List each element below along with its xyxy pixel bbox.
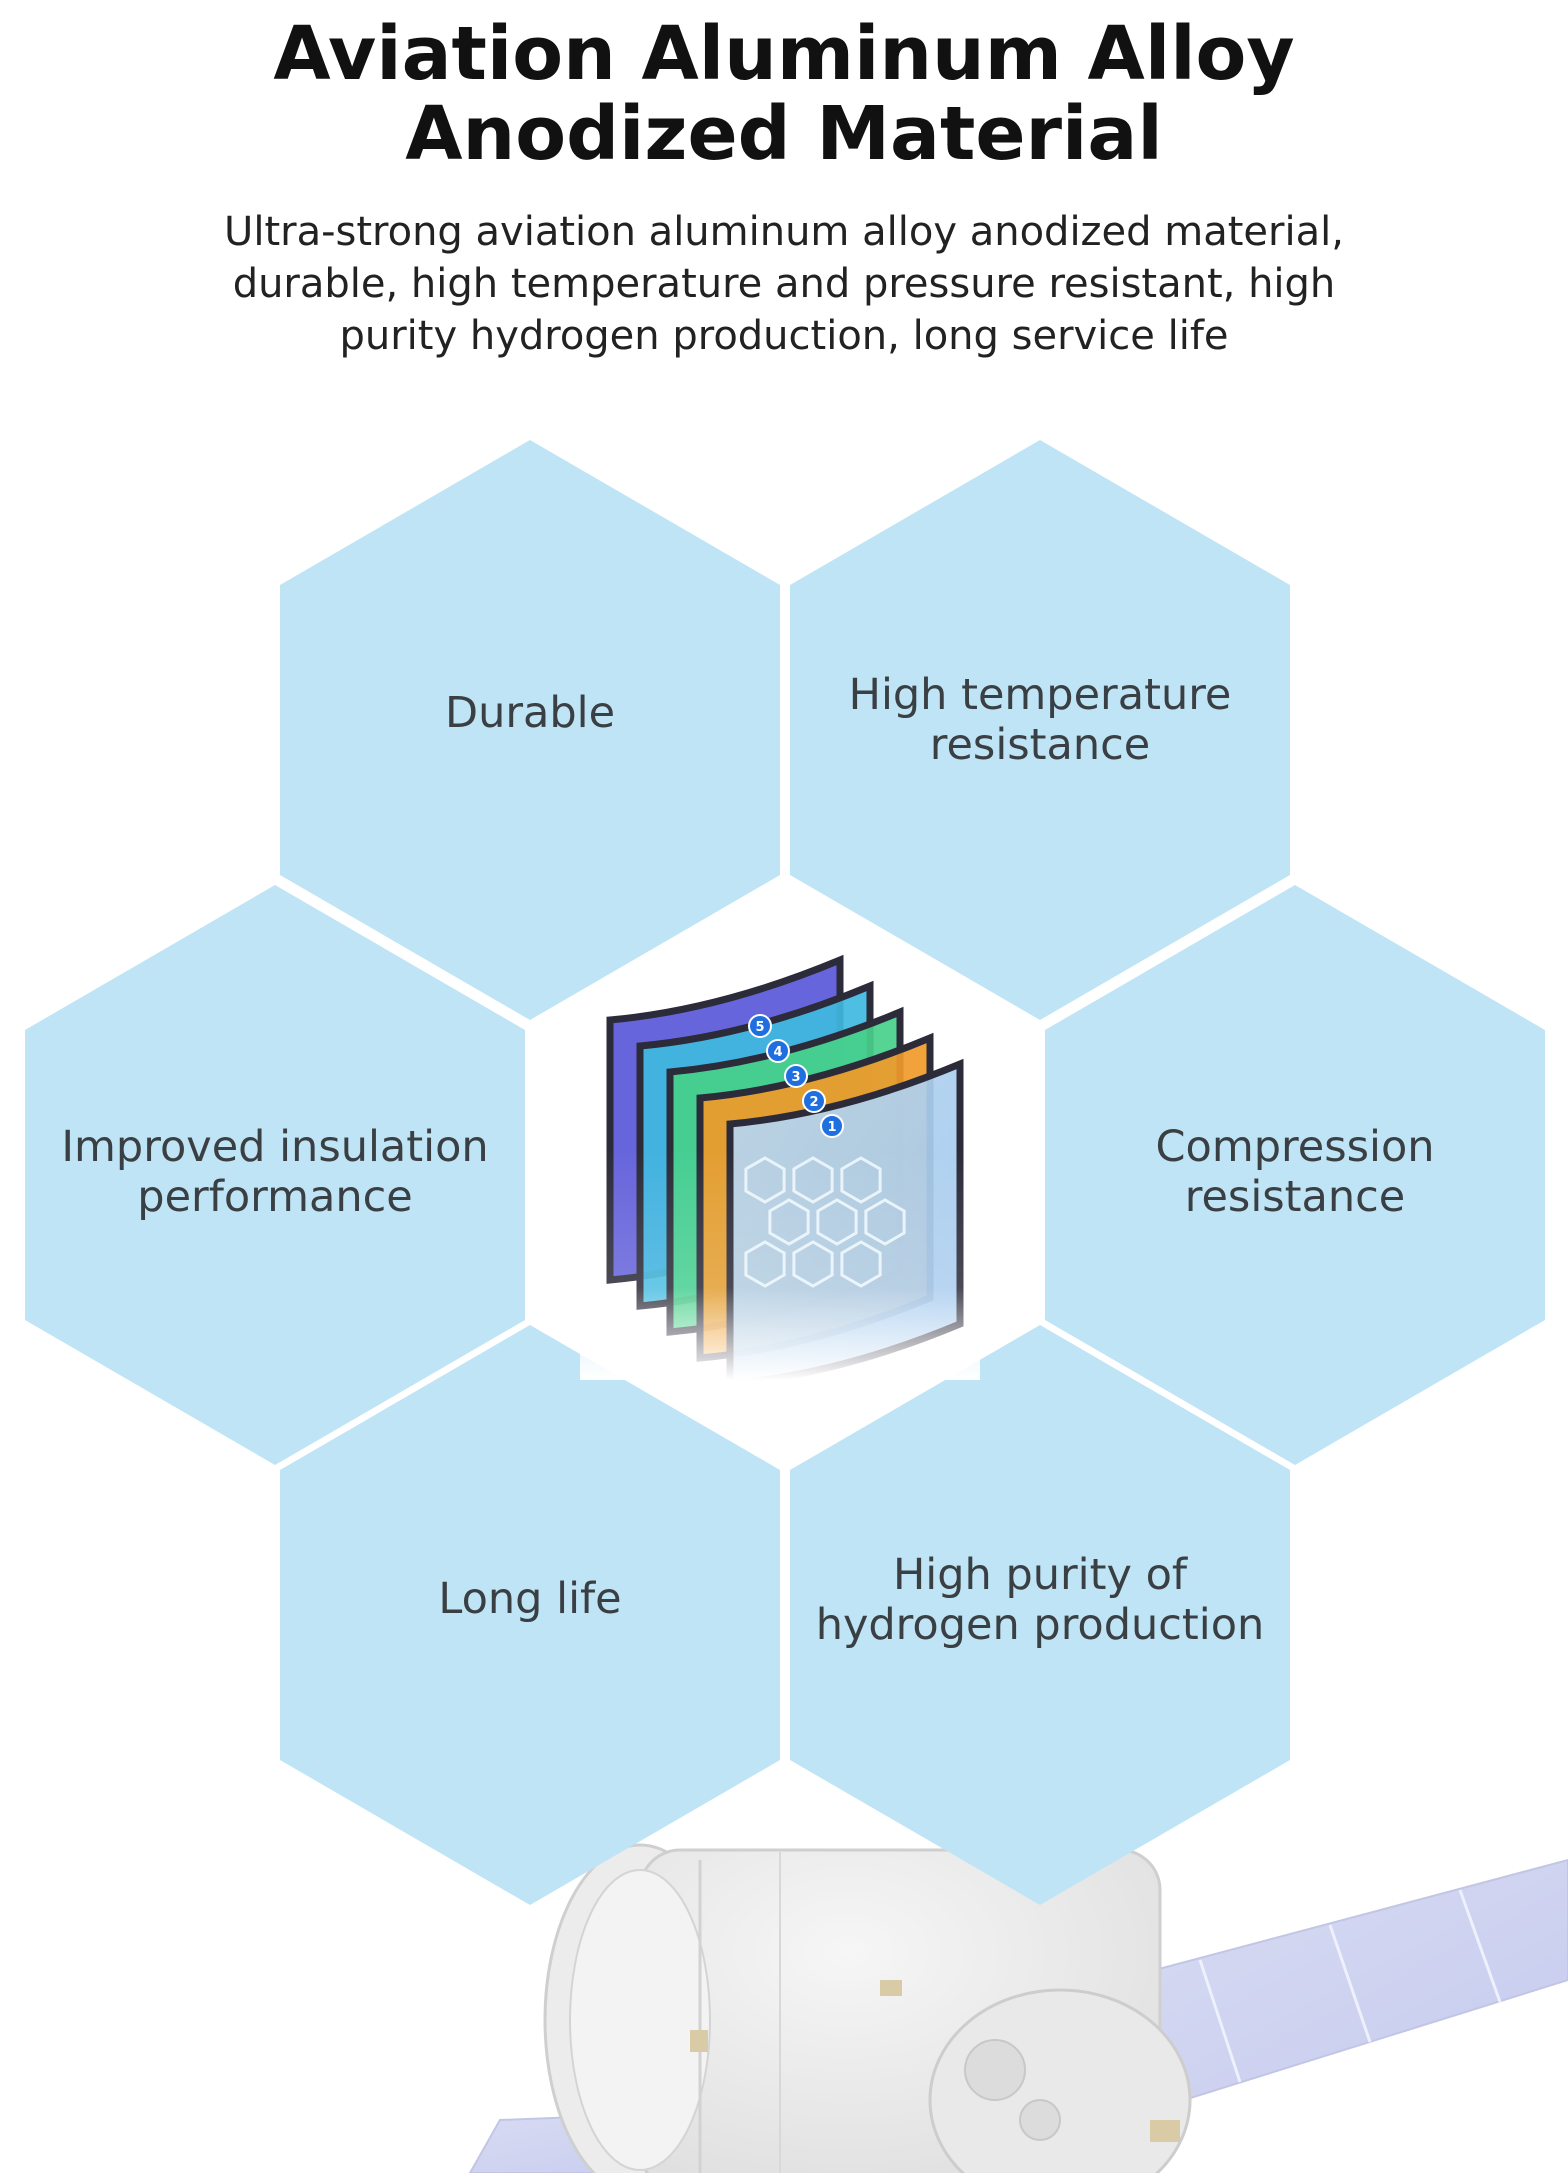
hex-long-life [280, 1325, 780, 1905]
feature-label-high-temperature: High temperature resistance [848, 670, 1232, 770]
subtitle-line1: Ultra-strong aviation aluminum alloy ano… [224, 209, 1344, 255]
hex-insulation [25, 885, 525, 1465]
feature-label-long-life: Long life [438, 1574, 622, 1624]
layer-badge-label: 5 [755, 1020, 764, 1035]
spacecraft-illustration [468, 1843, 1568, 2173]
feature-label-durable: Durable [444, 688, 616, 738]
hex-durable [280, 440, 780, 1020]
layer-badge-label: 4 [773, 1045, 782, 1060]
feature-label-compression: Compression resistance [1155, 1122, 1435, 1222]
layer-badge-5 [748, 1014, 772, 1038]
layer-badge-1 [820, 1114, 844, 1138]
layer-badge-label: 3 [791, 1070, 800, 1085]
subtitle-line2: durable, high temperature and pressure r… [232, 261, 1336, 307]
hex-hydrogen-purity [790, 1325, 1290, 1905]
hex-high-temperature [790, 440, 1290, 1020]
feature-label-insulation: Improved insulation performance [61, 1122, 489, 1222]
layer-badge-2 [802, 1089, 826, 1113]
layer-badge-4 [766, 1039, 790, 1063]
layer-badge-label: 1 [827, 1120, 836, 1135]
page-title-line1: Aviation Aluminum Alloy [273, 11, 1295, 97]
layer-badge-label: 2 [809, 1095, 818, 1110]
subtitle-line3: purity hydrogen production, long service… [339, 313, 1229, 359]
feature-label-hydrogen-purity: High purity of hydrogen production [815, 1550, 1265, 1650]
hex-compression [1045, 885, 1545, 1465]
layer-badge-3 [784, 1064, 808, 1088]
page-title-line2: Anodized Material [405, 91, 1163, 177]
